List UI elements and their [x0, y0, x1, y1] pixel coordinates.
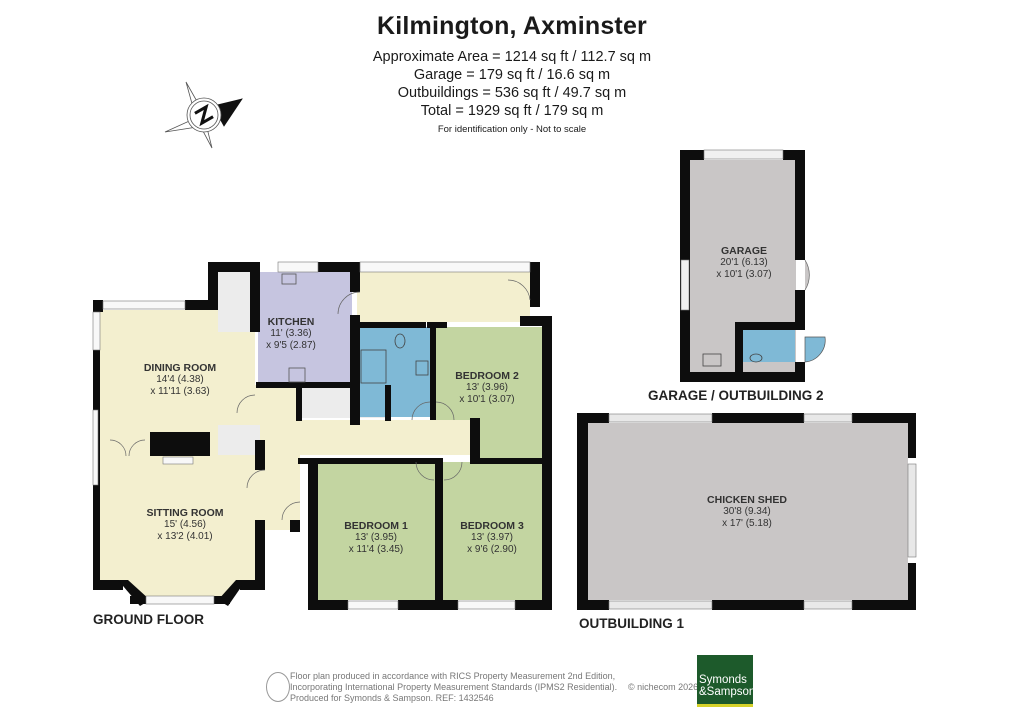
garage-window-side [680, 259, 690, 311]
garage-area: Garage = 179 sq ft / 16.6 sq m [413, 67, 611, 83]
garage-toilet-icon [749, 353, 763, 363]
north-compass-icon [164, 81, 243, 149]
cupboard-fill [300, 388, 355, 418]
bedroom-1-fill [318, 462, 436, 600]
kitchen-fill [258, 272, 352, 382]
hob-icon [288, 367, 306, 383]
garage-door-swing [804, 259, 810, 291]
garage-label: GARAGE 20'1 (6.13) x 10'1 (3.07) [716, 245, 772, 280]
kitchen-sink-icon [281, 273, 297, 285]
chicken-shed-label: CHICKEN SHED 30'8 (9.34) x 17' (5.18) [707, 494, 787, 529]
bedroom-3-label: BEDROOM 3 13' (3.97) x 9'6 (2.90) [460, 520, 524, 555]
chicken-shed-fill [588, 423, 908, 600]
page-title: Kilmington, Axminster [377, 12, 647, 40]
dining-room-fill [100, 310, 255, 440]
ipms-person-icon [266, 672, 290, 702]
store-fill [218, 272, 256, 332]
cupboard-fill [218, 425, 260, 455]
copyright: © nichecom 2026. [628, 682, 701, 692]
outbuilding-1-label: OUTBUILDING 1 [579, 616, 685, 631]
outbuildings-area: Outbuildings = 536 sq ft / 49.7 sq m [397, 85, 627, 101]
bathroom-fill [360, 327, 432, 417]
garage-wc-fill [743, 330, 795, 362]
porch-fill [357, 272, 530, 322]
kitchen-label: KITCHEN 11' (3.36) x 9'5 (2.87) [266, 316, 316, 351]
hallway-fill [255, 385, 470, 530]
bedroom-2-fill [436, 327, 542, 460]
chicken-shed-walls [577, 413, 916, 610]
total-area: Total = 1929 sq ft / 179 sq m [420, 103, 604, 119]
sitting-room-fill [100, 440, 265, 598]
basin-icon [415, 360, 429, 376]
bedroom-1-label: BEDROOM 1 13' (3.95) x 11'4 (3.45) [344, 520, 408, 555]
ground-floor-label: GROUND FLOOR [93, 612, 204, 627]
toilet-icon [394, 333, 406, 349]
garage-outbuilding-label: GARAGE / OUTBUILDING 2 [648, 388, 824, 403]
symonds-sampson-logo: Symonds &Sampson [697, 655, 755, 707]
bedroom-3-fill [443, 462, 542, 600]
disclaimer-note: For identification only - Not to scale [437, 124, 587, 135]
chicken-shed-windows [608, 413, 917, 610]
approximate-area: Approximate Area = 1214 sq ft / 112.7 sq… [372, 49, 652, 65]
garage-window-top [703, 149, 784, 160]
sitting-room-label: SITTING ROOM 15' (4.56) x 13'2 (4.01) [146, 507, 224, 542]
dining-room-label: DINING ROOM 14'4 (4.38) x 11'11 (3.63) [143, 362, 217, 397]
shower-tray-icon [360, 349, 387, 384]
bedroom-2-label: BEDROOM 2 13' (3.96) x 10'1 (3.07) [455, 370, 519, 405]
footer-disclaimer: Floor plan produced in accordance with R… [290, 671, 618, 703]
garage-sink-icon [702, 353, 722, 367]
door-swings [109, 279, 531, 521]
wc-door-swing [804, 336, 826, 363]
windows [92, 261, 531, 610]
